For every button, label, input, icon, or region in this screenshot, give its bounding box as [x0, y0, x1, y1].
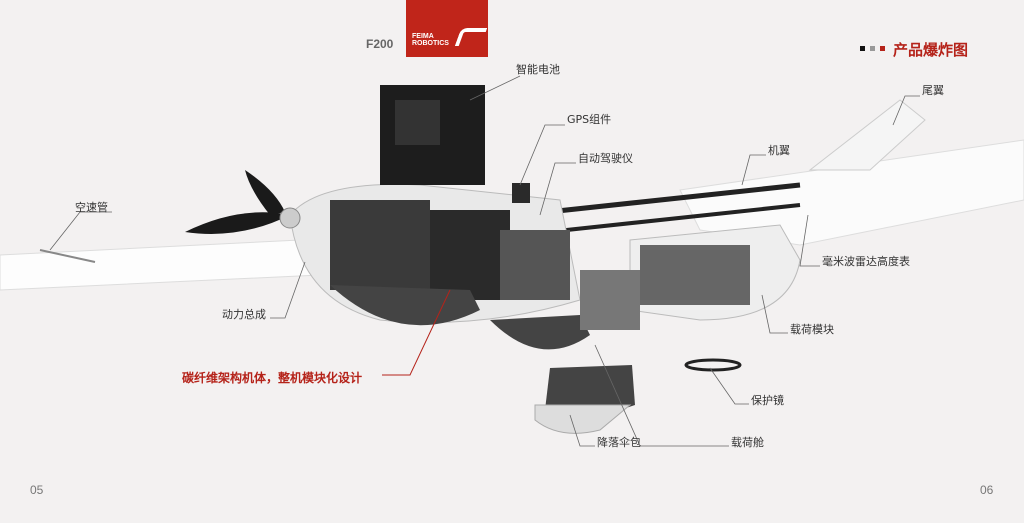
- label-payload-bay: 载荷舱: [731, 436, 764, 449]
- label-payload-module: 载荷模块: [790, 323, 834, 336]
- brand-bird-icon: [454, 28, 488, 46]
- label-battery: 智能电池: [516, 63, 560, 76]
- title-dot-red: [880, 46, 885, 51]
- brand-logo: FEIMA ROBOTICS: [406, 0, 488, 57]
- label-parachute: 降落伞包: [597, 436, 641, 449]
- brand-line2: ROBOTICS: [412, 40, 449, 47]
- page-number-right: 06: [980, 483, 994, 497]
- label-tail: 尾翼: [922, 84, 944, 97]
- label-autopilot: 自动驾驶仪: [578, 152, 633, 165]
- model-name: F200: [366, 37, 394, 51]
- label-wing: 机翼: [768, 144, 790, 157]
- brand-line1: FEIMA: [412, 33, 434, 40]
- label-gps: GPS组件: [567, 113, 612, 126]
- title-dot-gray: [870, 46, 875, 51]
- label-lens: 保护镜: [751, 394, 784, 407]
- label-powertrain: 动力总成: [222, 308, 266, 321]
- title-dot-black: [860, 46, 865, 51]
- brand-wordmark: FEIMA ROBOTICS: [412, 33, 449, 47]
- label-pitot: 空速管: [75, 201, 108, 214]
- page-number-left: 05: [30, 483, 44, 497]
- section-title: 产品爆炸图: [893, 41, 969, 59]
- label-radar: 毫米波雷达高度表: [822, 255, 910, 268]
- label-frame: 碳纤维架构机体，整机模块化设计: [182, 371, 363, 385]
